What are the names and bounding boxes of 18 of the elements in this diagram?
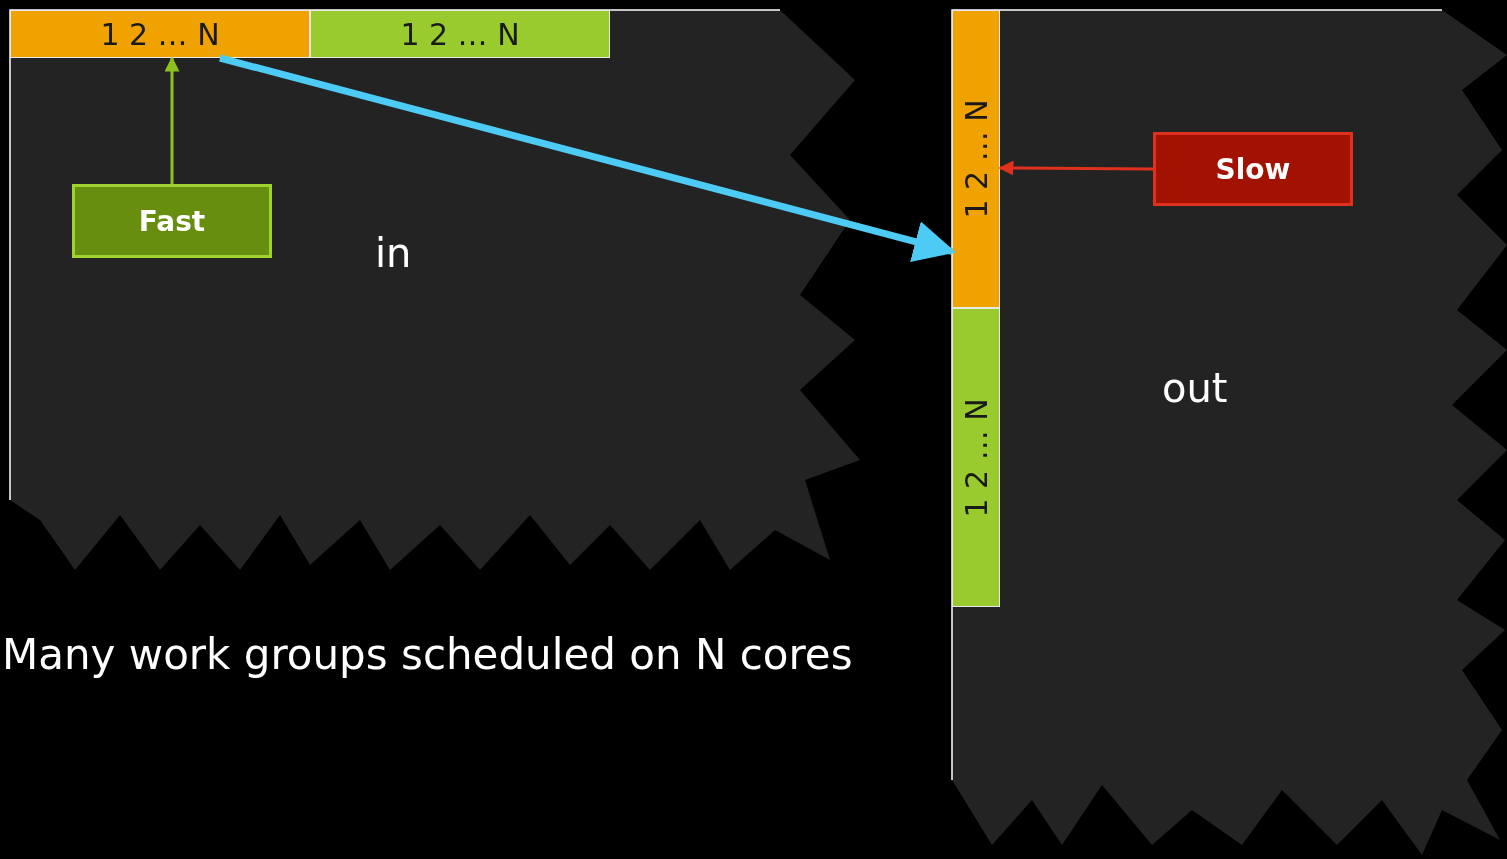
arrow (164, 56, 180, 184)
caption: Many work groups scheduled on N cores (2, 630, 853, 679)
index-label: 1 2 … N (958, 99, 994, 219)
index-label: 1 2 … N (958, 397, 994, 518)
index-bar (310, 10, 610, 58)
index-label: 1 2 … N (399, 15, 521, 54)
fast-box (72, 184, 272, 258)
box-label: Fast (137, 203, 207, 240)
slow-box (1153, 132, 1353, 206)
arrow (219, 54, 957, 263)
index-bar (952, 308, 1000, 607)
matrix-label: in (375, 230, 412, 276)
index-label: 1 2 … N (99, 15, 221, 54)
box-label: Slow (1214, 151, 1292, 188)
index-bar (952, 10, 1000, 308)
index-bar (10, 10, 310, 58)
arrow (998, 160, 1153, 176)
matrix-label: out (1162, 365, 1228, 411)
